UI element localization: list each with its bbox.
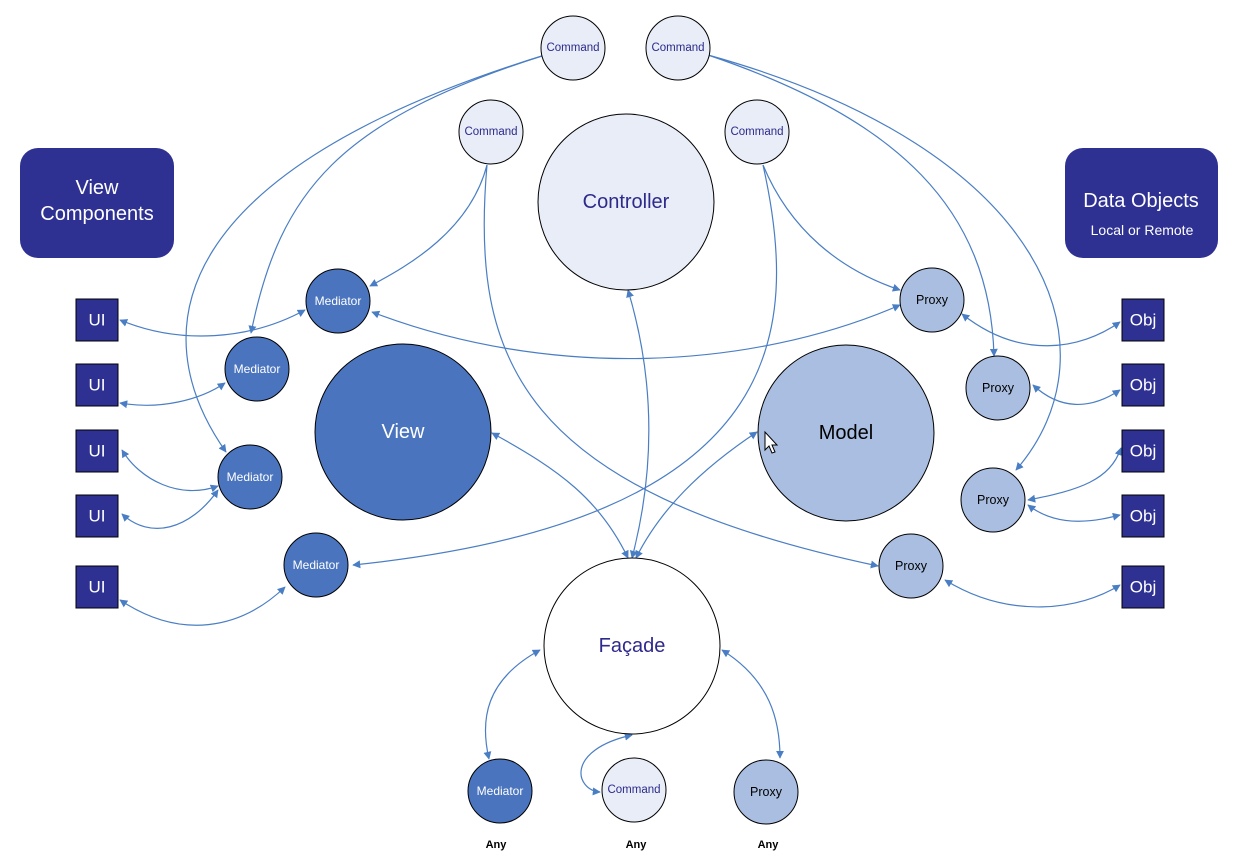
connector-command-4-proxy-1	[762, 164, 901, 292]
ui-label: UI	[89, 376, 106, 395]
obj-label: Obj	[1130, 311, 1156, 330]
connector-ui-4-mediator-3	[121, 489, 219, 529]
command-node-4: Command	[724, 99, 790, 165]
connector-proxy-3-obj-4	[1027, 504, 1121, 522]
command-node-3: Command	[458, 99, 524, 165]
mediator-node-bottom: Mediator	[467, 758, 533, 824]
obj-label: Obj	[1130, 507, 1156, 526]
command-node-1: Command	[540, 15, 606, 81]
command-label: Command	[607, 784, 660, 796]
connector-facade-bottom-mediator	[483, 649, 541, 760]
ui-box-3: UI	[75, 429, 119, 473]
mediator-node-4: Mediator	[283, 532, 349, 598]
controller-node: Controller	[537, 113, 715, 291]
ui-box-4: UI	[75, 494, 119, 538]
mouse-cursor-icon	[764, 430, 779, 454]
connector-command-top2-proxy-2	[707, 54, 998, 357]
connector-command-top-mediator-2	[248, 54, 546, 334]
connector-command-3-mediator-1	[369, 164, 488, 287]
connector-proxy-3-obj-3	[1027, 447, 1123, 503]
facade-node: Façade	[543, 557, 721, 735]
model-label: Model	[819, 422, 873, 444]
caption-any-proxy: Any	[758, 839, 780, 851]
obj-box-5: Obj	[1121, 565, 1165, 609]
connector-view-facade	[491, 432, 629, 559]
proxy-label: Proxy	[750, 785, 783, 799]
connector-facade-bottom-proxy	[721, 649, 784, 759]
connector-facade-bottom-command	[580, 732, 633, 796]
obj-box-4: Obj	[1121, 494, 1165, 538]
ui-label: UI	[89, 507, 106, 526]
proxy-label: Proxy	[916, 293, 949, 307]
connector-model-facade	[635, 431, 758, 559]
obj-box-2: Obj	[1121, 363, 1165, 407]
mediator-label: Mediator	[234, 362, 281, 376]
proxy-node-3: Proxy	[960, 467, 1026, 533]
ui-box-5: UI	[75, 565, 119, 609]
view-label: View	[382, 421, 426, 443]
facade-label: Façade	[599, 635, 666, 657]
model-node: Model	[757, 344, 935, 522]
proxy-label: Proxy	[982, 381, 1015, 395]
mediator-label: Mediator	[227, 470, 274, 484]
connector-ui-2-mediator-2	[119, 382, 226, 409]
ui-box-2: UI	[75, 363, 119, 407]
obj-label: Obj	[1130, 376, 1156, 395]
command-label: Command	[651, 42, 704, 54]
connector-ui-5-mediator-4	[119, 586, 286, 626]
ui-box-1: UI	[75, 298, 119, 342]
command-label: Command	[464, 126, 517, 138]
proxy-node-bottom: Proxy	[733, 759, 799, 825]
ui-label: UI	[89, 578, 106, 597]
data-objects-sublabel: Local or Remote	[1091, 222, 1194, 238]
proxy-node-4: Proxy	[878, 533, 944, 599]
mediator-node-2: Mediator	[224, 336, 290, 402]
connector-controller-facade	[626, 289, 650, 559]
command-node-bottom: Command	[601, 757, 667, 823]
obj-label: Obj	[1130, 578, 1156, 597]
command-node-2: Command	[645, 15, 711, 81]
proxy-node-2: Proxy	[965, 355, 1031, 421]
connector-command-top2-proxy-3	[707, 54, 1061, 471]
proxy-node-1: Proxy	[899, 267, 965, 333]
connector-mediator-1-proxy-1	[371, 304, 901, 360]
ui-label: UI	[89, 311, 106, 330]
obj-box-3: Obj	[1121, 429, 1165, 473]
data-objects-label: Data Objects	[1083, 190, 1199, 212]
command-label: Command	[730, 126, 783, 138]
connector-ui-1-mediator-1	[119, 309, 306, 337]
command-label: Command	[546, 42, 599, 54]
caption-any-command: Any	[626, 839, 648, 851]
ui-label: UI	[89, 442, 106, 461]
caption-any-mediator: Any	[486, 839, 508, 851]
obj-box-1: Obj	[1121, 298, 1165, 342]
connector-proxy-1-obj-1	[961, 313, 1121, 347]
obj-label: Obj	[1130, 442, 1156, 461]
data-objects-box: Data Objects Local or Remote	[1065, 148, 1218, 258]
connector-ui-3-mediator-3	[121, 449, 219, 493]
connectors	[119, 54, 1123, 796]
mediator-node-3: Mediator	[217, 444, 283, 510]
mediator-label: Mediator	[293, 558, 340, 572]
view-node: View	[314, 343, 492, 521]
proxy-label: Proxy	[977, 493, 1010, 507]
mediator-label: Mediator	[477, 784, 524, 798]
proxy-label: Proxy	[895, 559, 928, 573]
mediator-label: Mediator	[315, 294, 362, 308]
mediator-node-1: Mediator	[305, 268, 371, 334]
connector-proxy-4-obj-5	[944, 579, 1121, 608]
controller-label: Controller	[583, 191, 670, 213]
connector-proxy-2-obj-2	[1032, 384, 1121, 406]
